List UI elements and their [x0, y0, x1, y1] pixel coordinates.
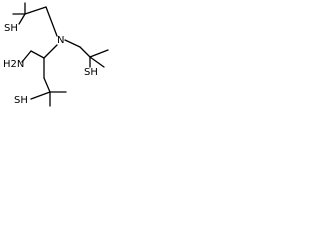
bond-top-quaternary-to-sh	[18, 13, 26, 25]
sh-right-label: SH	[84, 67, 98, 78]
atom-labels: SH N SH H2N SH	[3, 23, 98, 106]
bond-right-methyl-down	[89, 56, 105, 68]
bond-n-to-ch	[43, 44, 58, 59]
bond-ch-to-ch2-left	[30, 50, 45, 59]
bond-right-methyl-right	[89, 49, 109, 58]
sh-bottom-label: SH	[14, 95, 28, 106]
chemical-structure: SH N SH H2N SH	[3, 2, 109, 107]
bond-top-ch2-to-n	[45, 6, 58, 37]
bond-lines	[12, 2, 109, 107]
amine-label: H2N	[3, 59, 24, 70]
bond-ch2-left-to-nh2	[21, 50, 32, 63]
nitrogen-label: N	[57, 35, 64, 46]
sh-top-left-label: SH	[4, 23, 18, 34]
bond-lower-quaternary-to-sh	[30, 91, 51, 100]
bond-top-quaternary-to-ch2	[24, 6, 47, 15]
bond-lower-ch2-to-quaternary	[43, 77, 51, 93]
bond-right-ch2-to-quaternary	[79, 46, 91, 58]
bond-n-to-right-ch2	[64, 39, 81, 48]
